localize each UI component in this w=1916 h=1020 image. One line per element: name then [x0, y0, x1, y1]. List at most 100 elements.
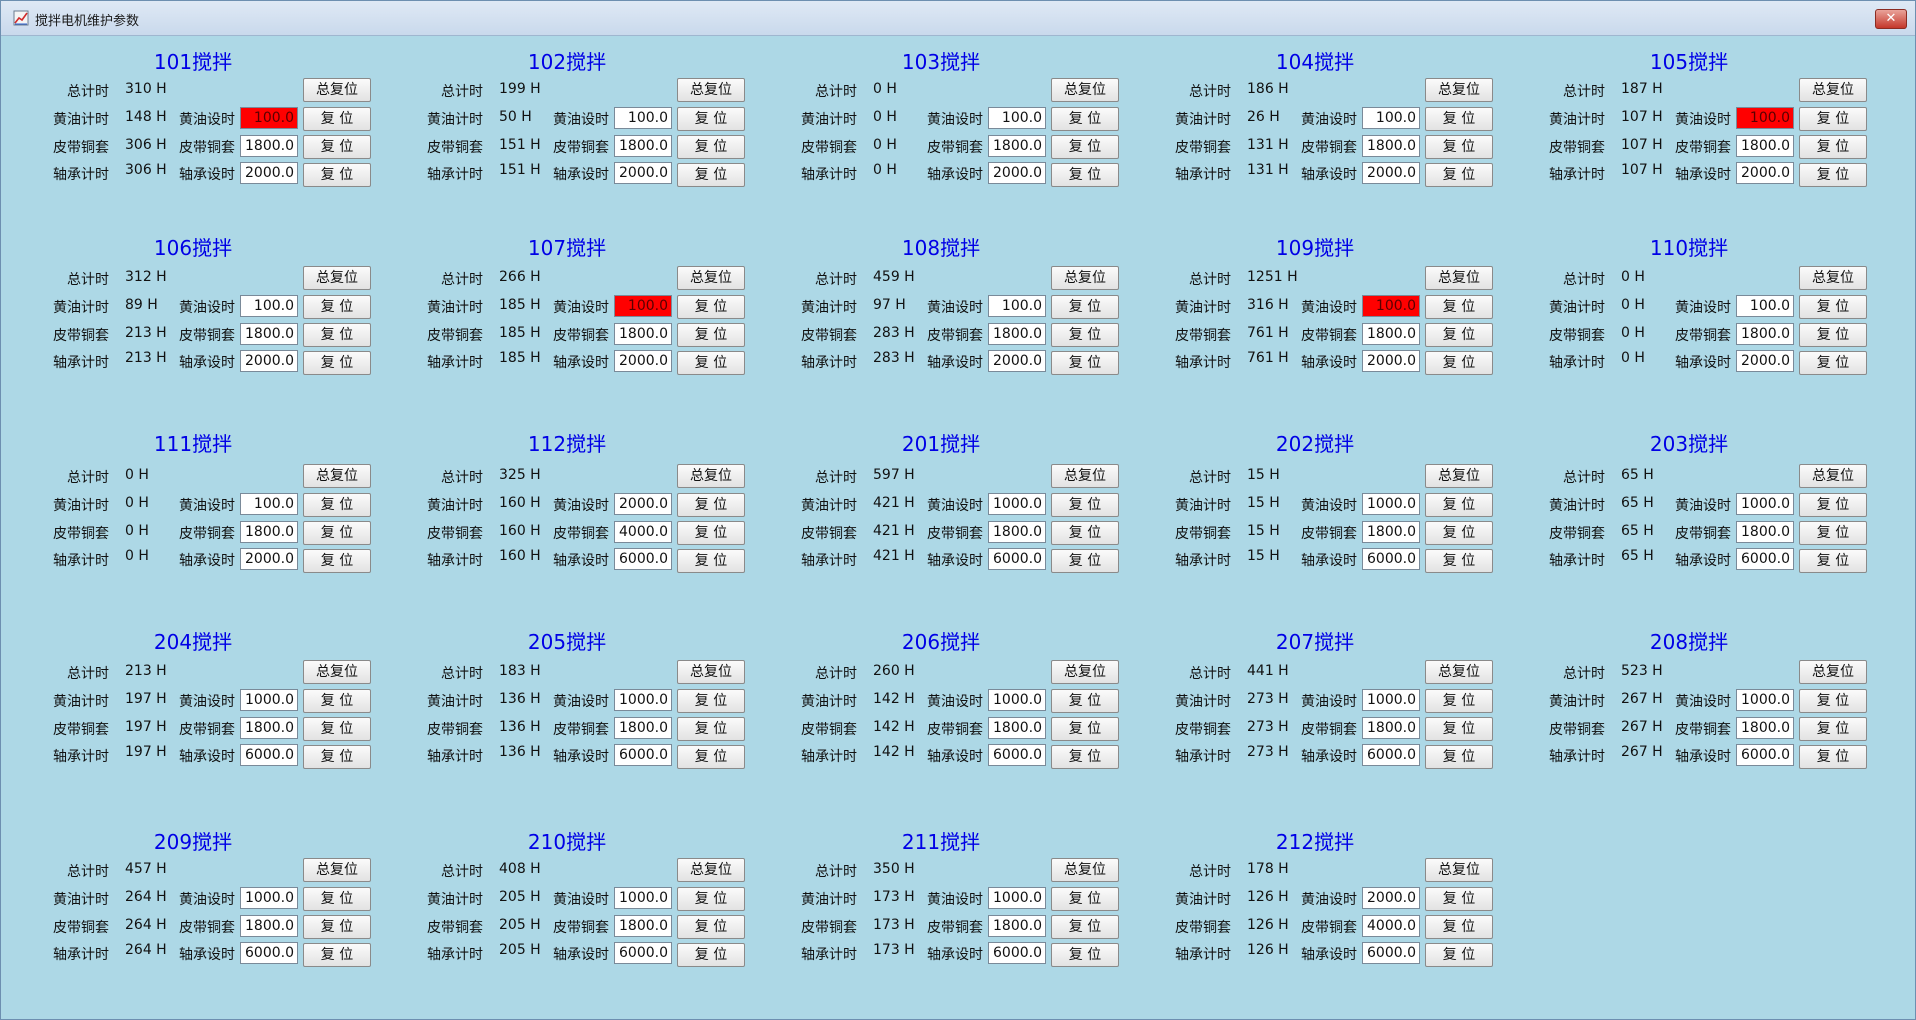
belt-set-input[interactable]: 1800.0 — [614, 135, 672, 157]
belt-set-input[interactable]: 1800.0 — [988, 717, 1046, 739]
bearing-set-input[interactable]: 2000.0 — [614, 162, 672, 184]
bearing-reset-button[interactable]: 复 位 — [1425, 549, 1493, 573]
grease-set-input[interactable]: 1000.0 — [240, 689, 298, 711]
bearing-reset-button[interactable]: 复 位 — [677, 745, 745, 769]
total-reset-button[interactable]: 总复位 — [1799, 464, 1867, 488]
bearing-reset-button[interactable]: 复 位 — [677, 351, 745, 375]
belt-reset-button[interactable]: 复 位 — [303, 717, 371, 741]
bearing-reset-button[interactable]: 复 位 — [1051, 351, 1119, 375]
grease-reset-button[interactable]: 复 位 — [303, 107, 371, 131]
grease-reset-button[interactable]: 复 位 — [1051, 295, 1119, 319]
belt-reset-button[interactable]: 复 位 — [677, 135, 745, 159]
bearing-reset-button[interactable]: 复 位 — [1051, 745, 1119, 769]
bearing-set-input[interactable]: 6000.0 — [614, 744, 672, 766]
grease-set-input[interactable]: 1000.0 — [240, 887, 298, 909]
bearing-set-input[interactable]: 2000.0 — [1736, 350, 1794, 372]
belt-set-input[interactable]: 1800.0 — [240, 323, 298, 345]
bearing-reset-button[interactable]: 复 位 — [677, 549, 745, 573]
bearing-set-input[interactable]: 2000.0 — [1362, 350, 1420, 372]
grease-set-input[interactable]: 1000.0 — [988, 689, 1046, 711]
bearing-set-input[interactable]: 2000.0 — [240, 548, 298, 570]
belt-set-input[interactable]: 1800.0 — [1736, 521, 1794, 543]
grease-reset-button[interactable]: 复 位 — [677, 107, 745, 131]
total-reset-button[interactable]: 总复位 — [1799, 78, 1867, 102]
total-reset-button[interactable]: 总复位 — [303, 660, 371, 684]
bearing-reset-button[interactable]: 复 位 — [1425, 163, 1493, 187]
belt-set-input[interactable]: 1800.0 — [1736, 135, 1794, 157]
total-reset-button[interactable]: 总复位 — [1051, 266, 1119, 290]
grease-set-input[interactable]: 100.0 — [240, 295, 298, 317]
total-reset-button[interactable]: 总复位 — [677, 464, 745, 488]
bearing-set-input[interactable]: 6000.0 — [1362, 548, 1420, 570]
grease-set-input[interactable]: 1000.0 — [614, 887, 672, 909]
belt-set-input[interactable]: 1800.0 — [988, 135, 1046, 157]
belt-set-input[interactable]: 1800.0 — [240, 521, 298, 543]
belt-set-input[interactable]: 1800.0 — [1736, 717, 1794, 739]
belt-set-input[interactable]: 1800.0 — [614, 323, 672, 345]
bearing-set-input[interactable]: 6000.0 — [1362, 744, 1420, 766]
grease-reset-button[interactable]: 复 位 — [1799, 295, 1867, 319]
bearing-reset-button[interactable]: 复 位 — [1051, 943, 1119, 967]
bearing-reset-button[interactable]: 复 位 — [303, 943, 371, 967]
grease-set-input[interactable]: 100.0 — [240, 493, 298, 515]
bearing-set-input[interactable]: 2000.0 — [988, 162, 1046, 184]
bearing-set-input[interactable]: 6000.0 — [1736, 548, 1794, 570]
bearing-set-input[interactable]: 2000.0 — [240, 350, 298, 372]
belt-reset-button[interactable]: 复 位 — [1425, 135, 1493, 159]
total-reset-button[interactable]: 总复位 — [1425, 266, 1493, 290]
grease-reset-button[interactable]: 复 位 — [1425, 887, 1493, 911]
grease-reset-button[interactable]: 复 位 — [1051, 493, 1119, 517]
grease-reset-button[interactable]: 复 位 — [1051, 887, 1119, 911]
belt-reset-button[interactable]: 复 位 — [1799, 323, 1867, 347]
belt-reset-button[interactable]: 复 位 — [303, 135, 371, 159]
total-reset-button[interactable]: 总复位 — [677, 266, 745, 290]
grease-reset-button[interactable]: 复 位 — [1425, 107, 1493, 131]
bearing-set-input[interactable]: 6000.0 — [240, 744, 298, 766]
belt-set-input[interactable]: 1800.0 — [614, 717, 672, 739]
grease-reset-button[interactable]: 复 位 — [303, 887, 371, 911]
grease-reset-button[interactable]: 复 位 — [1799, 107, 1867, 131]
belt-set-input[interactable]: 1800.0 — [240, 915, 298, 937]
total-reset-button[interactable]: 总复位 — [1425, 858, 1493, 882]
total-reset-button[interactable]: 总复位 — [1425, 78, 1493, 102]
bearing-reset-button[interactable]: 复 位 — [303, 549, 371, 573]
bearing-reset-button[interactable]: 复 位 — [677, 163, 745, 187]
grease-reset-button[interactable]: 复 位 — [1799, 689, 1867, 713]
grease-reset-button[interactable]: 复 位 — [677, 887, 745, 911]
total-reset-button[interactable]: 总复位 — [677, 660, 745, 684]
grease-reset-button[interactable]: 复 位 — [303, 493, 371, 517]
bearing-set-input[interactable]: 6000.0 — [1362, 942, 1420, 964]
bearing-reset-button[interactable]: 复 位 — [1799, 549, 1867, 573]
belt-set-input[interactable]: 1800.0 — [1362, 521, 1420, 543]
grease-set-input[interactable]: 1000.0 — [1736, 689, 1794, 711]
belt-reset-button[interactable]: 复 位 — [1799, 717, 1867, 741]
belt-reset-button[interactable]: 复 位 — [1799, 135, 1867, 159]
grease-set-input[interactable]: 1000.0 — [1362, 493, 1420, 515]
belt-set-input[interactable]: 1800.0 — [1736, 323, 1794, 345]
grease-set-input[interactable]: 100.0 — [614, 295, 672, 317]
bearing-reset-button[interactable]: 复 位 — [303, 351, 371, 375]
bearing-reset-button[interactable]: 复 位 — [303, 163, 371, 187]
belt-reset-button[interactable]: 复 位 — [303, 521, 371, 545]
belt-set-input[interactable]: 1800.0 — [614, 915, 672, 937]
total-reset-button[interactable]: 总复位 — [303, 858, 371, 882]
grease-set-input[interactable]: 1000.0 — [1362, 689, 1420, 711]
grease-set-input[interactable]: 100.0 — [1736, 107, 1794, 129]
bearing-reset-button[interactable]: 复 位 — [1051, 549, 1119, 573]
bearing-reset-button[interactable]: 复 位 — [1799, 745, 1867, 769]
grease-reset-button[interactable]: 复 位 — [303, 689, 371, 713]
total-reset-button[interactable]: 总复位 — [1425, 464, 1493, 488]
bearing-set-input[interactable]: 6000.0 — [988, 548, 1046, 570]
belt-set-input[interactable]: 4000.0 — [614, 521, 672, 543]
bearing-reset-button[interactable]: 复 位 — [1799, 163, 1867, 187]
belt-reset-button[interactable]: 复 位 — [1051, 521, 1119, 545]
bearing-reset-button[interactable]: 复 位 — [1425, 745, 1493, 769]
bearing-set-input[interactable]: 6000.0 — [240, 942, 298, 964]
belt-set-input[interactable]: 1800.0 — [1362, 717, 1420, 739]
bearing-set-input[interactable]: 2000.0 — [240, 162, 298, 184]
grease-reset-button[interactable]: 复 位 — [1799, 493, 1867, 517]
bearing-set-input[interactable]: 2000.0 — [1736, 162, 1794, 184]
bearing-set-input[interactable]: 6000.0 — [1736, 744, 1794, 766]
bearing-set-input[interactable]: 6000.0 — [614, 548, 672, 570]
belt-reset-button[interactable]: 复 位 — [1051, 135, 1119, 159]
